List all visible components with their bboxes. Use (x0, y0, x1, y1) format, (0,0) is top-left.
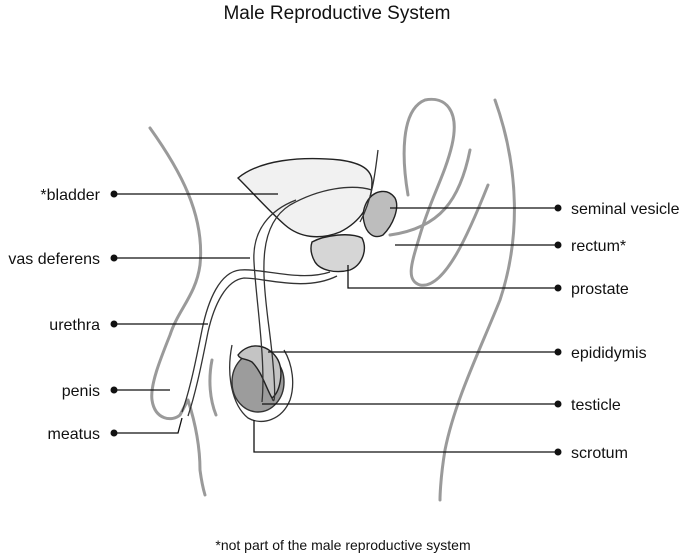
buttock-contour (388, 148, 472, 237)
leader-dot-penis (110, 386, 118, 394)
leader-dot-scrotum (554, 448, 562, 456)
scrotum-shape (229, 344, 294, 423)
label-rectum: rectum* (571, 238, 626, 255)
vas-deferens-tube (263, 186, 373, 402)
leader-dot-prostate (554, 284, 562, 292)
leader-dot-bladder (110, 190, 118, 198)
label-vas-deferens: vas deferens (8, 251, 100, 268)
back-contour (438, 98, 516, 502)
label-meatus: meatus (48, 426, 100, 443)
prostate-shape (310, 234, 366, 273)
leader-dot-epididymis (554, 348, 562, 356)
footnote: *not part of the male reproductive syste… (215, 537, 470, 553)
label-epididymis: epididymis (571, 345, 647, 362)
leader-dot-vas-deferens (110, 254, 118, 262)
front-body-contour (148, 126, 207, 497)
rectum-outline (402, 97, 490, 287)
leader-dot-seminal-vesicle (554, 204, 562, 212)
leader-dot-urethra (110, 320, 118, 328)
vas-deferens-tube-2 (253, 199, 297, 403)
diagram-title: Male Reproductive System (223, 3, 450, 24)
ureter-line (359, 149, 379, 223)
organs (181, 149, 398, 423)
label-prostate: prostate (571, 281, 629, 298)
leader-dot-testicle (554, 400, 562, 408)
leader-dot-meatus (110, 429, 118, 437)
label-scrotum: scrotum (571, 445, 628, 462)
inner-thigh-contour (208, 358, 218, 417)
label-seminal-vesicle: seminal vesicle (571, 201, 680, 218)
label-testicle: testicle (571, 397, 621, 414)
urethra-tube (181, 269, 331, 413)
leader-dot-rectum (554, 241, 562, 249)
label-bladder: *bladder (40, 187, 100, 204)
label-urethra: urethra (49, 317, 100, 334)
urethra-tube-2 (187, 275, 338, 417)
label-penis: penis (62, 383, 100, 400)
leaders (110, 190, 562, 456)
